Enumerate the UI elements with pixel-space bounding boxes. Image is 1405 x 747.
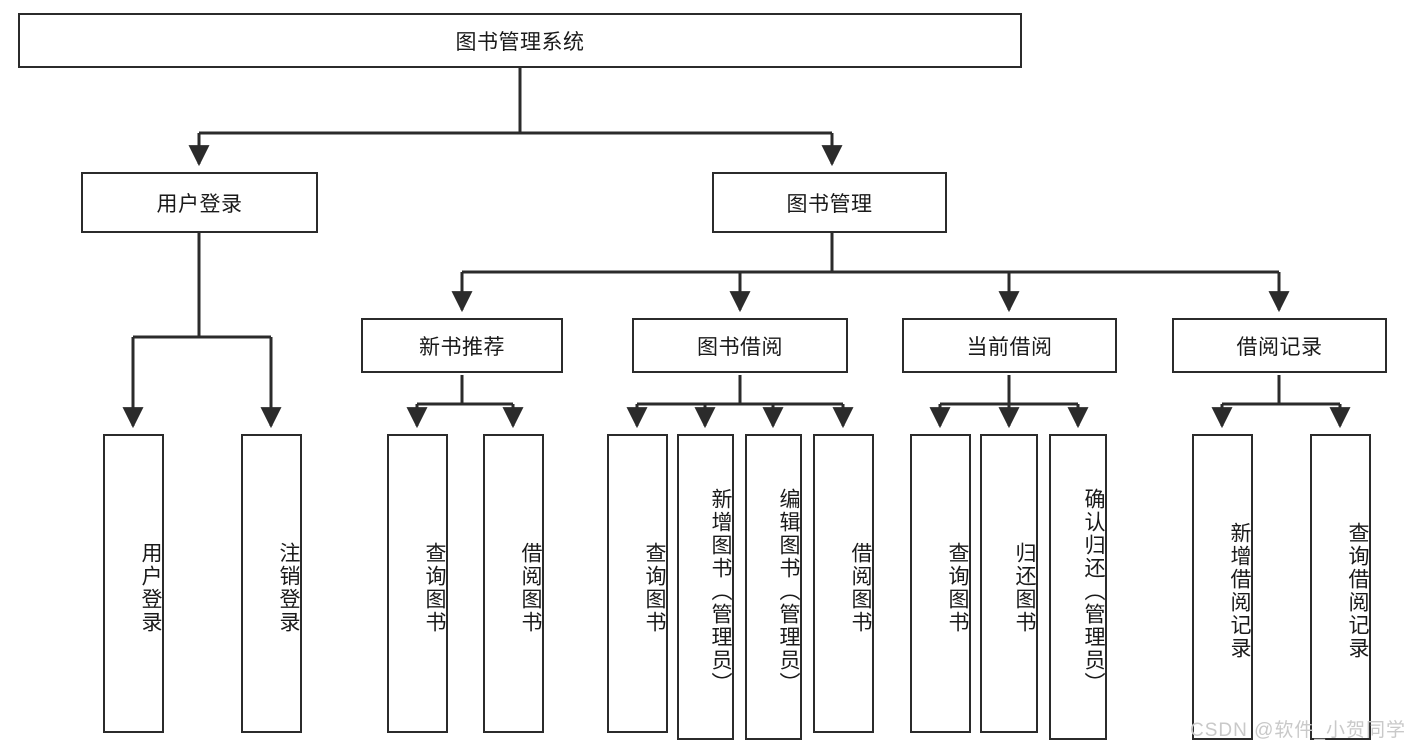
leaf-user-login-signout[interactable]: 注销登录 [241,434,302,733]
leaf-new-book-borrow[interactable]: 借阅图书 [483,434,544,733]
leaf-label: 借阅图书 [519,541,542,634]
node-current-borrow-label: 当前借阅 [966,335,1053,359]
leaf-new-book-query[interactable]: 查询图书 [387,434,448,733]
node-user-login-label: 用户登录 [156,192,243,216]
watermark: CSDN @软件_小贺同学 [1190,720,1405,741]
node-new-book-recommend-label: 新书推荐 [419,335,505,359]
leaf-book-borrow-add[interactable]: 新增图书（管理员） [677,434,734,740]
leaf-borrow-record-query[interactable]: 查询借阅记录 [1310,434,1371,740]
node-book-management-label: 图书管理 [786,192,873,216]
leaf-label: 查询借阅记录 [1346,522,1369,660]
leaf-label: 借阅图书 [849,541,872,634]
node-book-borrow-label: 图书借阅 [697,335,783,359]
leaf-current-borrow-return[interactable]: 归还图书 [980,434,1038,733]
leaf-label: 查询图书 [946,541,969,634]
node-user-login[interactable]: 用户登录 [81,172,318,233]
leaf-book-borrow-edit[interactable]: 编辑图书（管理员） [745,434,802,740]
leaf-label: 新增图书（管理员） [709,487,732,695]
node-book-management[interactable]: 图书管理 [712,172,947,233]
leaf-label: 归还图书 [1013,541,1036,634]
node-new-book-recommend[interactable]: 新书推荐 [361,318,563,373]
node-current-borrow[interactable]: 当前借阅 [902,318,1117,373]
leaf-current-borrow-query[interactable]: 查询图书 [910,434,971,733]
node-borrow-record-label: 借阅记录 [1236,335,1323,359]
node-root-label: 图书管理系统 [455,30,585,54]
leaf-label: 确认归还（管理员） [1082,487,1105,695]
leaf-book-borrow-query[interactable]: 查询图书 [607,434,668,733]
leaf-user-login-signin[interactable]: 用户登录 [103,434,164,733]
leaf-label: 注销登录 [277,541,300,634]
node-root[interactable]: 图书管理系统 [18,13,1022,68]
node-borrow-record[interactable]: 借阅记录 [1172,318,1387,373]
leaf-book-borrow-borrow[interactable]: 借阅图书 [813,434,874,733]
leaf-label: 编辑图书（管理员） [777,487,800,695]
node-book-borrow[interactable]: 图书借阅 [632,318,848,373]
leaf-current-borrow-confirm[interactable]: 确认归还（管理员） [1049,434,1107,740]
leaf-label: 新增借阅记录 [1228,522,1251,660]
leaf-label: 用户登录 [139,541,162,634]
leaf-borrow-record-add[interactable]: 新增借阅记录 [1192,434,1253,740]
leaf-label: 查询图书 [643,541,666,634]
leaf-label: 查询图书 [423,541,446,634]
